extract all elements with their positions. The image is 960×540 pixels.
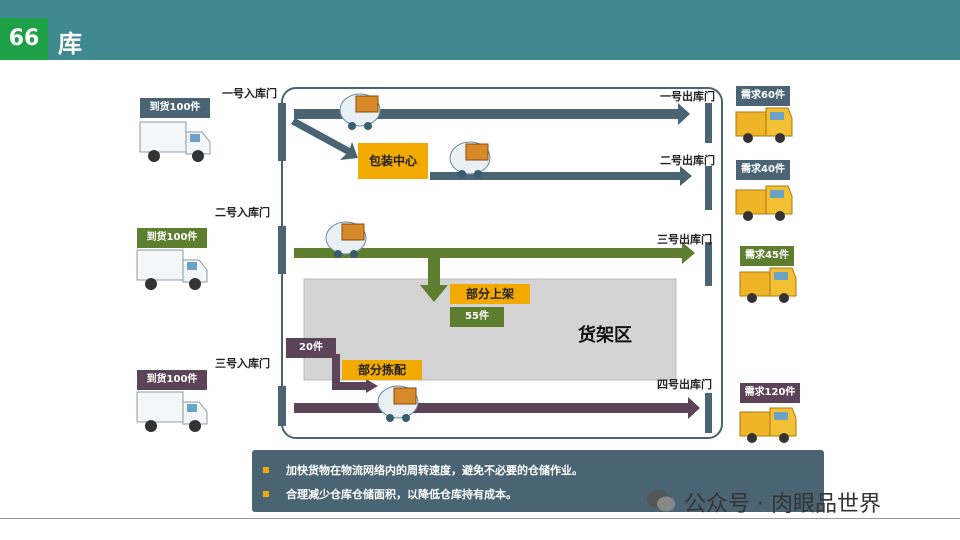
packing-center-box: 包装中心 (358, 143, 428, 179)
arrow-shelf-to-pick (332, 354, 370, 390)
forklift-icon (377, 385, 419, 422)
yellow-truck-icon (739, 267, 797, 303)
outbound-door-2 (705, 166, 712, 210)
bullet-icon (263, 467, 269, 473)
inbound-door-2 (278, 226, 286, 274)
slide-number: 66 (0, 18, 48, 60)
outbound-gate-label: 三号出库门 (657, 233, 712, 246)
outbound-door-1 (705, 103, 712, 143)
bottom-divider (0, 518, 960, 519)
forklift-icon (325, 221, 367, 258)
putaway-qty-tag: 55件 (450, 307, 504, 327)
outbound-door-3 (705, 242, 712, 286)
inbound-door-3 (278, 386, 286, 426)
partial-putaway-label: 部分上架 (450, 284, 530, 304)
arrival-tag: 到货100件 (137, 228, 207, 248)
arrow-dock3-to-out4 (294, 397, 700, 419)
partial-pick-label: 部分拣配 (342, 360, 422, 380)
forklift-icon (339, 93, 381, 130)
demand-tag: 需求120件 (740, 383, 800, 403)
arrow-packing-to-out2 (430, 166, 692, 186)
delivery-truck-icon (136, 249, 208, 290)
note-line: 加快货物在物流网络内的周转速度，避免不必要的仓储作业。 (286, 464, 583, 477)
header-bar (0, 0, 960, 60)
arrow-dock1-to-out1 (294, 103, 690, 125)
pick-qty-tag: 20件 (286, 338, 336, 358)
demand-tag: 需求60件 (736, 86, 790, 106)
inbound-door-1 (278, 103, 286, 161)
demand-tag: 需求45件 (740, 246, 794, 266)
outbound-gate-label: 四号出库门 (657, 378, 712, 391)
inbound-gate-label: 三号入库门 (215, 357, 270, 370)
inbound-gate-label: 一号入库门 (222, 87, 277, 100)
outbound-gate-label: 一号出库门 (660, 90, 715, 103)
forklift-icon (449, 141, 491, 178)
arrow-dock2-to-out3 (294, 242, 695, 264)
arrow-green-down (420, 258, 448, 302)
arrow-dock1-to-packing (291, 118, 358, 160)
note-line: 合理减少仓库仓储面积，以降低仓库持有成本。 (286, 488, 517, 501)
arrival-tag: 到货100件 (137, 370, 207, 390)
inbound-gate-label: 二号入库门 (215, 206, 270, 219)
bullet-icon (263, 491, 269, 497)
demand-tag: 需求40件 (736, 160, 790, 180)
yellow-truck-icon (735, 185, 793, 221)
delivery-truck-icon (139, 121, 211, 162)
yellow-truck-icon (739, 407, 797, 443)
shelf-area-label: 货架区 (578, 325, 632, 346)
outbound-door-4 (705, 393, 712, 433)
slide-title: 库 (58, 30, 82, 58)
delivery-truck-icon (136, 391, 208, 432)
watermark-text: 公众号 · 肉眼品世界 (684, 492, 881, 517)
notes-box (252, 450, 824, 512)
wechat-icon (647, 490, 675, 512)
arrival-tag: 到货100件 (140, 98, 210, 118)
yellow-truck-icon (735, 107, 793, 143)
outbound-gate-label: 二号出库门 (660, 154, 715, 167)
